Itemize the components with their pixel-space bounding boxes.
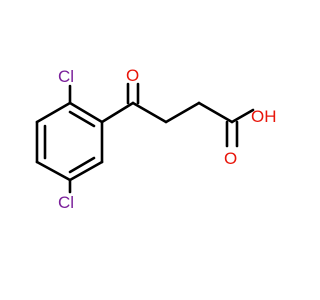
bond-chain-3	[197, 101, 234, 124]
molecule-structure: Cl Cl O OH O	[35, 66, 277, 212]
ring-bond	[68, 101, 104, 124]
ring-double-bond	[68, 110, 96, 128]
atom-label-cl-bottom: Cl	[58, 193, 74, 212]
bond-chain-1	[131, 101, 168, 124]
atom-label-o-ketone: O	[126, 66, 139, 85]
atom-label-oh: OH	[251, 107, 277, 126]
atom-label-cl-top: Cl	[58, 67, 74, 86]
bond-chain-2	[164, 101, 201, 124]
ring-bond	[35, 160, 72, 182]
structure-canvas: Cl Cl O OH O	[35, 66, 277, 212]
ring-bond	[68, 160, 104, 182]
bond-ring-ketone-carbon	[100, 101, 135, 124]
ring-double-bond	[68, 156, 96, 174]
bond-carboxyl-oh	[230, 108, 255, 124]
atom-label-o-carbonyl: O	[224, 149, 237, 168]
benzene-ring	[35, 101, 104, 182]
ring-bond	[35, 101, 72, 124]
